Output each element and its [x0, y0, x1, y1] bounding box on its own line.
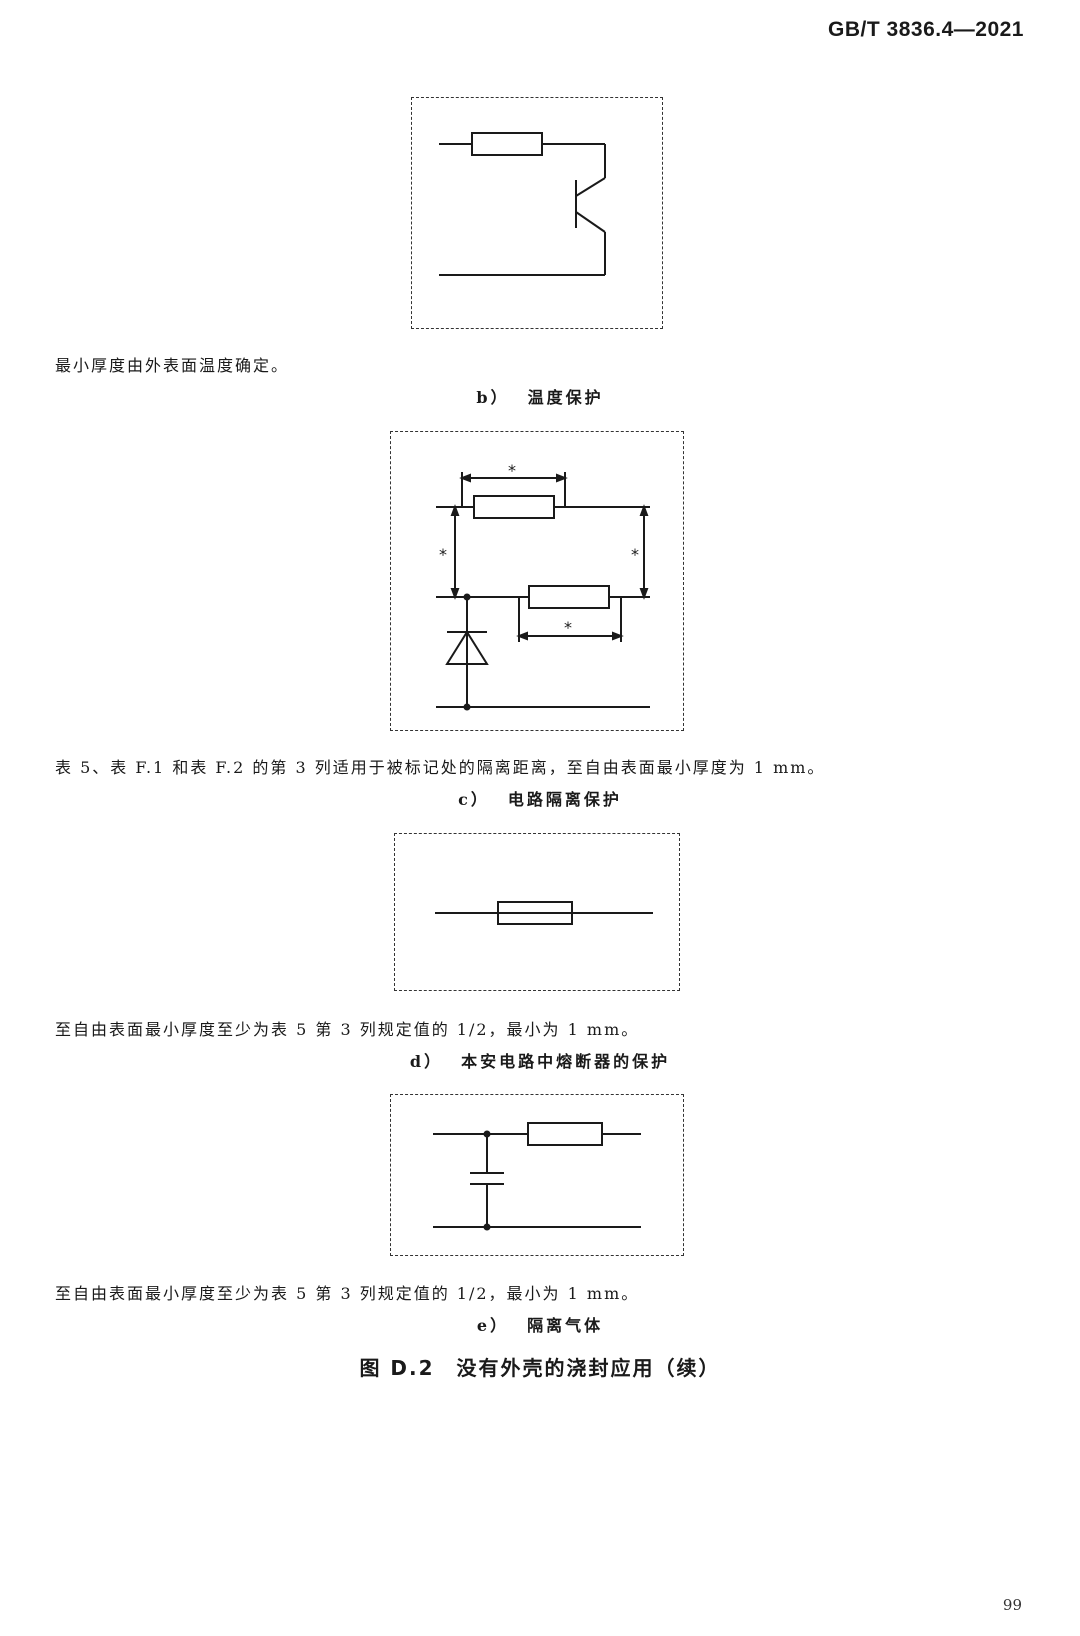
resistor-top [473, 495, 555, 519]
arrow [450, 588, 460, 600]
caption-b: b） 温度保护 [0, 384, 1080, 408]
arrow [516, 631, 528, 641]
note-d: 至自由表面最小厚度至少为表 5 第 3 列规定值的 1/2，最小为 1 mm。 [55, 1020, 640, 1039]
caption-b-label: b） [476, 388, 510, 407]
caption-d: d） 本安电路中熔断器的保护 [0, 1048, 1080, 1072]
arrow [639, 504, 649, 516]
diagram-e-circuit [433, 1122, 641, 1231]
note-e: 至自由表面最小厚度至少为表 5 第 3 列规定值的 1/2，最小为 1 mm。 [55, 1284, 640, 1303]
caption-c: c） 电路隔离保护 [0, 786, 1080, 810]
diode-triangle [445, 630, 489, 665]
diagram-d-frame [394, 833, 680, 991]
resistor [527, 1122, 603, 1146]
caption-e: e） 隔离气体 [0, 1312, 1080, 1336]
arrow [459, 473, 471, 483]
junction-dot [483, 1223, 491, 1231]
caption-c-label: c） [458, 790, 490, 809]
caption-d-label: d） [409, 1052, 444, 1071]
transistor-emitter [575, 211, 606, 233]
note-c: 表 5、表 F.1 和表 F.2 的第 3 列适用于被标记处的隔离距离，至自由表… [55, 758, 826, 777]
figure-title: 图 D.2 没有外壳的浇封应用（续） [0, 1352, 1080, 1381]
diagram-b-circuit [439, 132, 606, 276]
caption-e-title: 隔离气体 [527, 1316, 604, 1335]
transistor-collector [575, 177, 606, 197]
caption-e-label: e） [476, 1316, 510, 1335]
mark-bottom: * [564, 618, 572, 637]
arrow [639, 588, 649, 600]
standard-header: GB/T 3836.4—2021 [828, 18, 1024, 41]
note-b: 最小厚度由外表面温度确定。 [55, 356, 290, 375]
figure-number: 图 D.2 [359, 1356, 435, 1380]
diagram-c-frame: * * * * [390, 431, 684, 731]
diagram-c-circuit: * * * * [436, 461, 650, 711]
mark-top: * [508, 461, 516, 480]
arrow [556, 473, 568, 483]
diagram-b-frame [411, 97, 663, 329]
arrow [612, 631, 624, 641]
resistor [471, 132, 543, 156]
diagram-e-frame [390, 1094, 684, 1256]
arrow [450, 504, 460, 516]
page-number: 99 [1002, 1596, 1022, 1614]
mark-right: * [631, 545, 639, 564]
resistor-bottom [528, 585, 610, 609]
caption-d-title: 本安电路中熔断器的保护 [461, 1052, 671, 1071]
figure-title-text: 没有外壳的浇封应用（续） [456, 1356, 721, 1380]
caption-c-title: 电路隔离保护 [507, 790, 622, 809]
caption-b-title: 温度保护 [527, 388, 604, 407]
diagram-d-circuit [435, 901, 653, 925]
mark-left: * [439, 545, 447, 564]
junction-dot [463, 703, 471, 711]
